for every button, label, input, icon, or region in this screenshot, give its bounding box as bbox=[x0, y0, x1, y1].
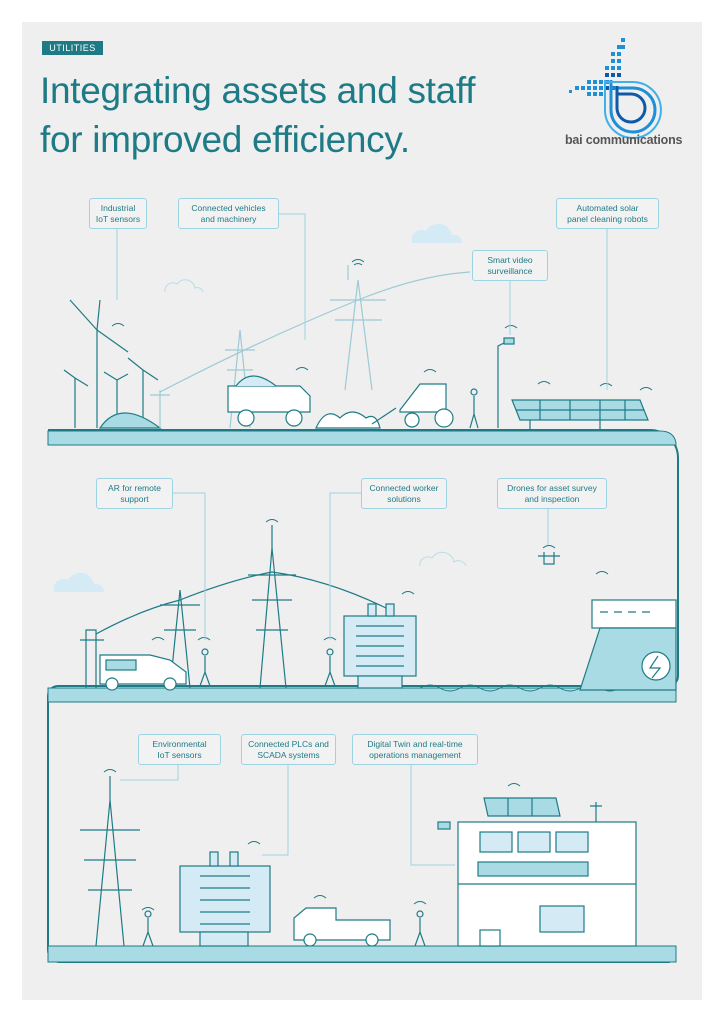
label-line: IoT sensors bbox=[157, 749, 202, 760]
label-line: Automated solar bbox=[576, 202, 639, 213]
cloud-outline-icon bbox=[164, 279, 467, 567]
title-line-2: for improved efficiency. bbox=[40, 119, 410, 160]
brand-name: bai communications bbox=[565, 133, 683, 147]
wifi-signal-icon bbox=[111, 259, 653, 391]
cctv-camera-icon bbox=[437, 821, 451, 830]
label-line: Industrial bbox=[100, 202, 136, 213]
dump-truck-icon bbox=[227, 375, 311, 427]
label-line: and inspection bbox=[524, 493, 580, 504]
cctv-pole-icon bbox=[497, 337, 515, 428]
ground-track bbox=[47, 429, 679, 963]
transformer-icon bbox=[343, 603, 417, 689]
label-line: IoT sensors bbox=[95, 213, 141, 224]
rooftop-solar-panel-icon bbox=[483, 797, 561, 817]
wifi-signal-icon bbox=[151, 519, 609, 641]
label-line: Connected PLCs and bbox=[248, 738, 329, 749]
label-line: operations management bbox=[369, 749, 461, 760]
label-line: and machinery bbox=[200, 213, 257, 224]
worker-icon bbox=[324, 648, 336, 687]
label-line: Connected worker bbox=[369, 482, 439, 493]
hydro-dam-icon bbox=[579, 599, 677, 691]
page-title: Integrating assets and staff for improve… bbox=[40, 66, 476, 164]
wind-turbine-icon bbox=[63, 299, 159, 428]
power-pylon-icon bbox=[80, 525, 391, 689]
solar-panel-array-icon bbox=[511, 399, 649, 430]
wifi-signal-icon bbox=[103, 769, 521, 911]
label-line: AR for remote bbox=[108, 482, 161, 493]
title-line-1: Integrating assets and staff bbox=[40, 70, 476, 111]
utility-van-icon bbox=[99, 654, 187, 691]
label-line: surveillance bbox=[487, 265, 533, 276]
worker-icon bbox=[414, 910, 426, 947]
leader-lines bbox=[116, 213, 608, 866]
hill-icon bbox=[98, 412, 162, 429]
label-line: support bbox=[120, 493, 149, 504]
category-tag: UTILITIES bbox=[42, 41, 103, 55]
power-pylon-icon bbox=[80, 776, 140, 947]
label-line: Environmental bbox=[152, 738, 207, 749]
antenna-icon bbox=[590, 802, 602, 822]
label-line: Drones for asset survey bbox=[507, 482, 597, 493]
label-line: SCADA systems bbox=[257, 749, 320, 760]
bulldozer-icon bbox=[371, 383, 454, 428]
power-pylon-icon bbox=[150, 265, 471, 429]
pickup-truck-icon bbox=[293, 907, 391, 947]
worker-icon bbox=[199, 648, 211, 687]
bai-logo-icon bbox=[569, 38, 662, 139]
rubble-icon bbox=[315, 411, 381, 429]
label-line: Digital Twin and real-time bbox=[367, 738, 463, 749]
transformer-icon bbox=[179, 851, 271, 947]
cloud-icon bbox=[53, 223, 463, 592]
label-line: panel cleaning robots bbox=[567, 213, 648, 224]
label-line: Connected vehicles bbox=[191, 202, 266, 213]
worker-icon bbox=[469, 388, 479, 429]
worker-icon bbox=[142, 910, 154, 947]
control-center-building-icon bbox=[457, 821, 637, 947]
label-line: solutions bbox=[387, 493, 421, 504]
label-line: Smart video bbox=[487, 254, 533, 265]
drone-icon bbox=[538, 552, 560, 565]
